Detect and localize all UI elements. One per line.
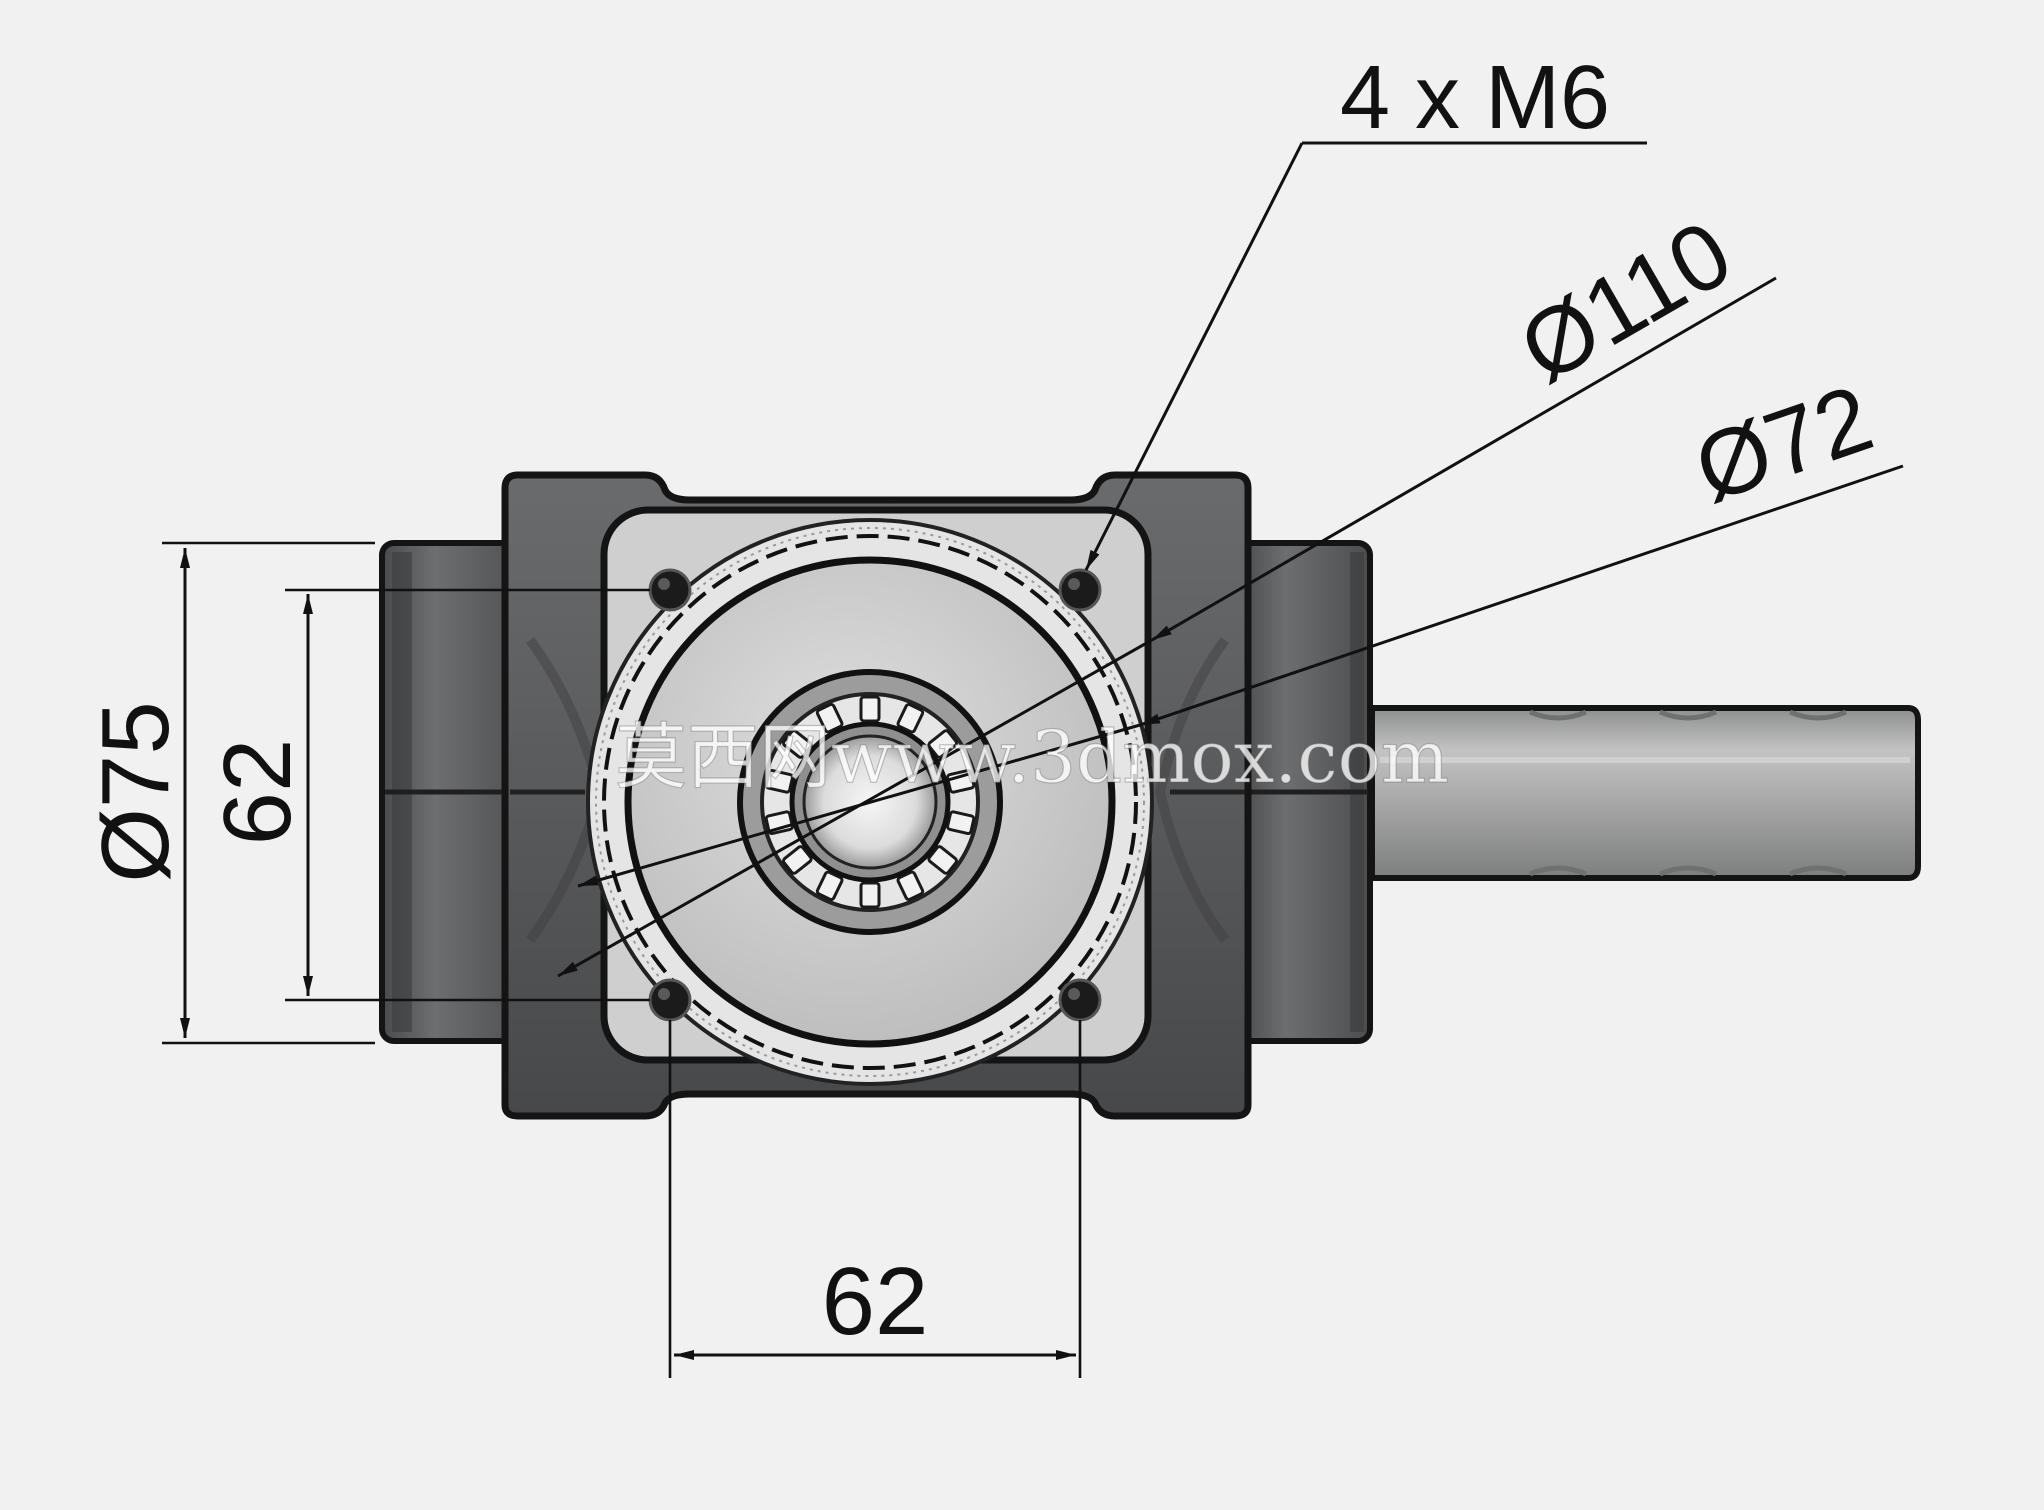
watermark: 莫西网www.3dmox.com <box>615 715 1449 799</box>
bearing-roller <box>764 768 794 794</box>
bearing-roller <box>896 870 925 902</box>
horizontal-62-label: 62 <box>822 1248 929 1355</box>
bearing-rollers <box>764 695 976 909</box>
vertical-62-label: 62 <box>204 739 311 846</box>
bearing-roller <box>815 702 844 734</box>
diameter-72-label: Ø72 <box>1682 365 1884 522</box>
bearing-roller <box>782 845 813 875</box>
mounting-hole-bottom-left <box>648 978 692 1022</box>
bearing-roller <box>859 695 881 723</box>
mounting-hole-bottom-right <box>1058 978 1102 1022</box>
mounting-hole-top-left <box>648 568 692 612</box>
bearing-roller <box>896 702 925 734</box>
bearing-roller <box>927 845 958 875</box>
bearing-roller <box>927 729 958 759</box>
diameter-110-label: Ø110 <box>1503 200 1749 402</box>
bearing-roller <box>859 881 881 909</box>
dimension-lines <box>162 141 1904 1378</box>
bearing-roller <box>946 810 976 836</box>
bolt-spec-label: 4 x M6 <box>1340 48 1610 148</box>
mounting-hole-top-right <box>1058 568 1102 612</box>
output-shaft <box>1369 705 1921 881</box>
diameter-75-label: Ø75 <box>82 701 189 882</box>
bearing-roller <box>764 810 794 836</box>
bearing-roller <box>782 729 813 759</box>
bearing-roller <box>815 870 844 902</box>
mounting-holes <box>648 568 1102 1022</box>
